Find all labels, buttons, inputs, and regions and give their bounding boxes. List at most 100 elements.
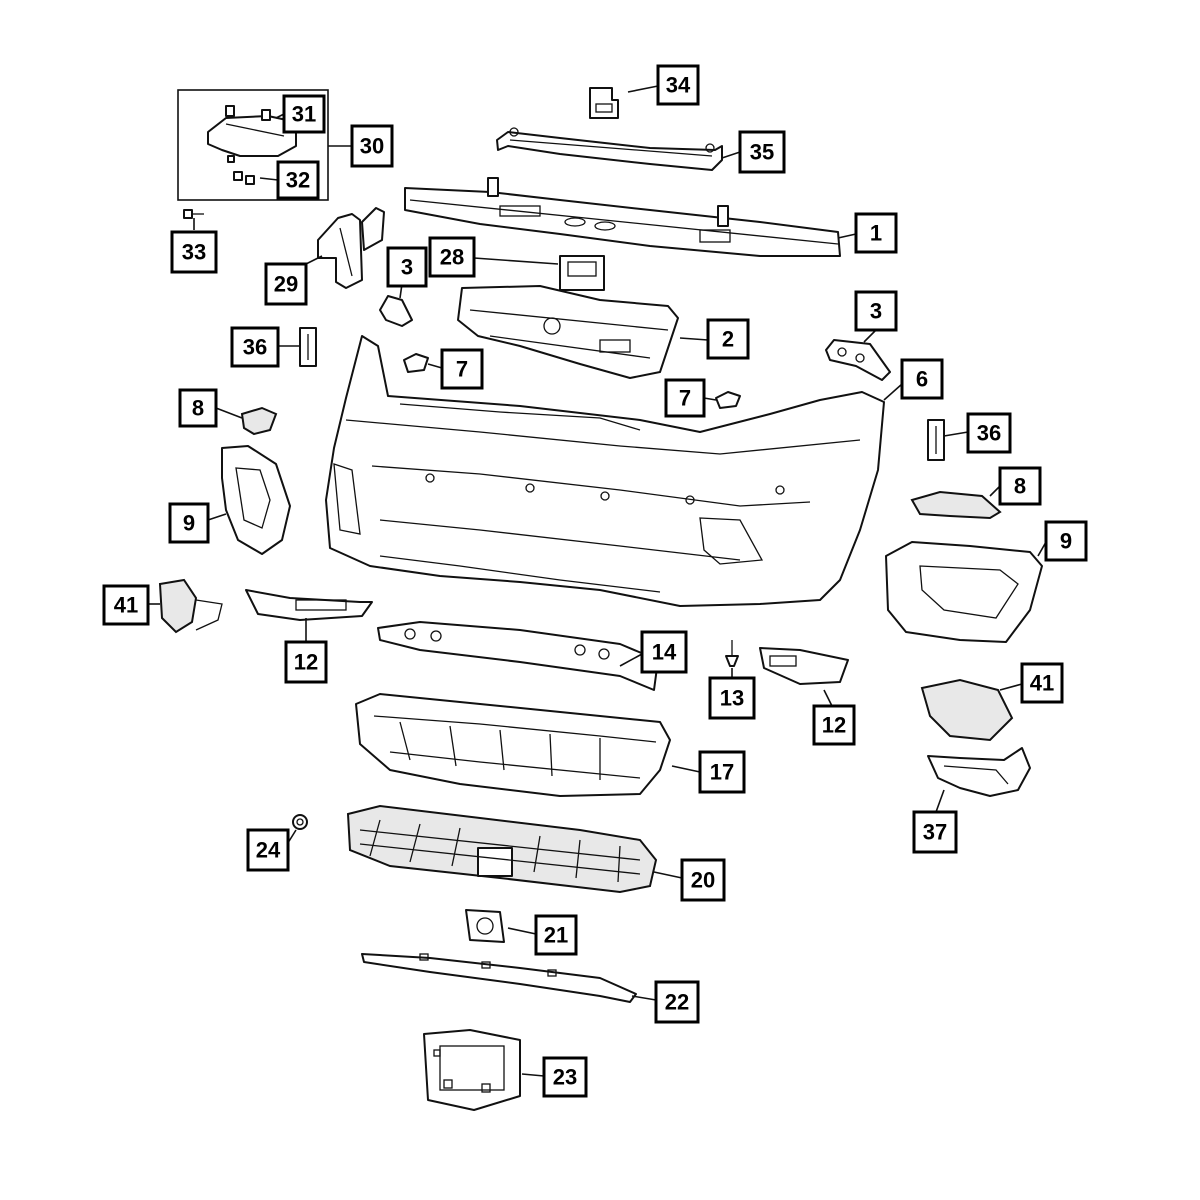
part-24-clip [292,814,308,830]
part-3-right-bracket [825,339,891,381]
callout-41-left-label: 41 [114,593,138,618]
callout-7-left: 7 [440,348,484,390]
callout-21: 21 [534,914,578,956]
callout-22: 22 [654,980,700,1024]
callout-41-left: 41 [102,584,150,626]
callout-17: 17 [698,750,746,794]
callout-22-label: 22 [665,990,689,1015]
part-9-right-fog-bezel [885,541,1043,643]
part-23-license-plate-bracket [423,1029,521,1111]
part-1-reinforcement-beam [404,177,841,257]
part-8-left-grille-insert [240,406,278,436]
callout-31-label: 31 [292,102,316,127]
part-34-clip [589,87,619,119]
callout-32-label: 32 [286,168,310,193]
callout-14-label: 14 [652,640,677,665]
part-13-push-pin [725,640,739,667]
part-36-left-bracket [299,327,317,367]
callout-8-left: 8 [178,388,218,428]
part-2-energy-absorber [457,285,679,379]
callout-20-label: 20 [691,868,715,893]
callout-12-left: 12 [284,640,328,684]
callout-3-right: 3 [854,290,898,332]
callout-36-right: 36 [966,412,1012,454]
callout-24: 24 [246,828,290,872]
callout-29-label: 29 [274,272,298,297]
callout-8-right: 8 [998,466,1042,506]
callout-6-label: 6 [916,367,928,392]
callout-7-right: 7 [664,378,706,418]
part-7-left-plug [403,353,429,373]
part-35-upper-bar [496,127,723,171]
callout-34-label: 34 [666,73,691,98]
part-29-side-bracket [317,207,385,289]
callout-8-right-label: 8 [1014,474,1026,499]
callout-8-left-label: 8 [192,396,204,421]
callout-41-right: 41 [1020,662,1064,704]
callout-9-right: 9 [1044,520,1088,562]
part-41-left-mesh [158,578,223,634]
callout-37-label: 37 [923,820,947,845]
callout-9-right-label: 9 [1060,529,1072,554]
callout-36-left: 36 [230,326,280,368]
part-20-lower-grille [346,804,658,894]
callout-23-label: 23 [553,1065,577,1090]
part-7-right-plug [715,391,741,409]
callout-12-right: 12 [812,704,856,746]
callout-12-left-label: 12 [294,650,318,675]
callout-28-label: 28 [440,245,464,270]
callout-24-label: 24 [256,838,281,863]
part-17-lower-support [355,693,671,797]
callout-14: 14 [640,630,688,674]
callout-1: 1 [854,212,898,254]
callout-12-right-label: 12 [822,713,846,738]
part-37-right-bracket [927,747,1031,797]
callout-7-left-label: 7 [456,357,468,382]
callout-35: 35 [738,130,786,174]
callout-3-right-label: 3 [870,299,882,324]
callout-36-right-label: 36 [977,421,1001,446]
callout-9-left: 9 [168,502,210,544]
part-12-right-molding [759,647,849,685]
part-36-right-bracket [927,419,945,461]
callout-23: 23 [542,1056,588,1098]
part-41-right-mesh [920,678,1014,742]
part-8-right-grille-insert [910,490,1002,520]
callout-33-label: 33 [182,240,206,265]
part-3-left-bracket [379,295,413,327]
callout-3-left: 3 [386,246,428,288]
callout-35-label: 35 [750,140,774,165]
callout-31: 31 [282,94,326,134]
callout-32: 32 [276,160,320,200]
callout-37: 37 [912,810,958,854]
callout-30: 30 [350,124,394,168]
callout-2: 2 [706,318,750,360]
callout-9-left-label: 9 [183,511,195,536]
callout-13: 13 [708,676,756,720]
callout-1-label: 1 [870,221,882,246]
callout-7-right-label: 7 [679,386,691,411]
callout-36-left-label: 36 [243,335,267,360]
part-14-lower-trim [377,621,659,691]
part-6-bumper-fascia [325,335,885,607]
callout-6: 6 [900,358,944,400]
callout-41-right-label: 41 [1030,671,1054,696]
part-21-camera-bezel [465,909,505,943]
part-33-bolt [183,209,204,219]
leader-lines [148,85,1047,1077]
callout-30-label: 30 [360,134,384,159]
part-9-left-fog-bezel [221,445,291,555]
callout-20: 20 [680,858,726,902]
callout-3-left-label: 3 [401,255,413,280]
callout-29: 29 [264,262,308,306]
callout-17-label: 17 [710,760,734,785]
callout-13-label: 13 [720,686,744,711]
callout-21-label: 21 [544,923,568,948]
callout-28: 28 [428,236,476,278]
callout-33: 33 [170,230,218,274]
callout-34: 34 [656,64,700,106]
part-22-lower-strip [361,953,637,1003]
part-12-left-molding [245,589,373,621]
part-28-center-bracket [559,255,605,291]
